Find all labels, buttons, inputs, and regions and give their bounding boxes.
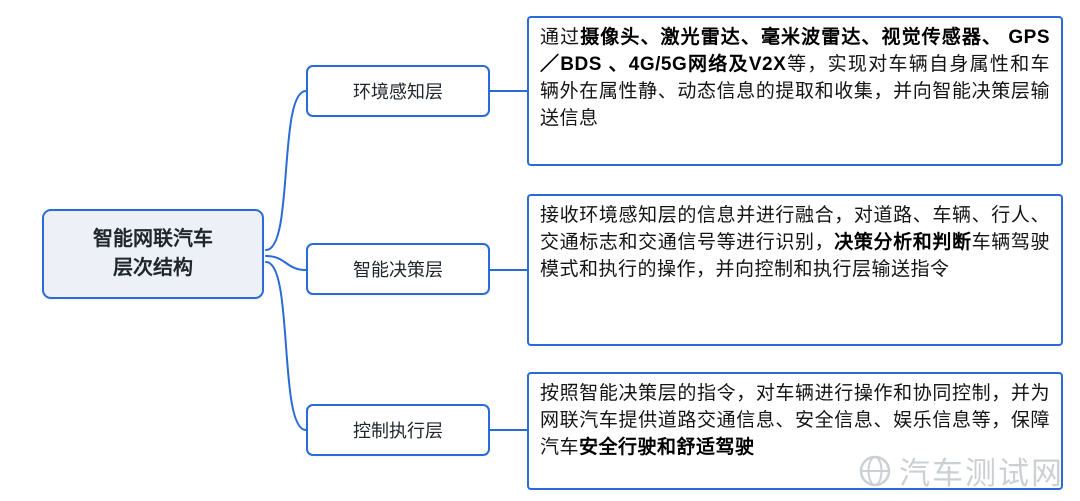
desc-box-intelligent-decision: 接收环境感知层的信息并进行融合，对道路、车辆、行人、交通标志和交通信号等进行识别… xyxy=(527,194,1063,346)
connector-root-to-decision xyxy=(265,255,307,271)
desc-box-environment-perception: 通过摄像头、激光雷达、毫米波雷达、视觉传感器、 GPS／BDS 、4G/5G网络… xyxy=(527,16,1063,166)
root-node-label-line2: 层次结构 xyxy=(113,257,193,279)
root-node-label-line1: 智能网联汽车 xyxy=(93,228,213,250)
layer-node-label: 环境感知层 xyxy=(353,82,443,102)
connector-root-to-control xyxy=(265,261,307,431)
root-node: 智能网联汽车 层次结构 xyxy=(42,209,264,299)
layer-node-intelligent-decision: 智能决策层 xyxy=(306,243,490,295)
desc-box-control-execution: 按照智能决策层的指令，对车辆进行操作和协同控制，并为网联汽车提供道路交通信息、安… xyxy=(527,372,1063,490)
layer-node-control-execution: 控制执行层 xyxy=(306,404,490,456)
connector-root-to-perception xyxy=(265,90,307,251)
layer-node-label: 智能决策层 xyxy=(353,260,443,280)
layer-node-environment-perception: 环境感知层 xyxy=(306,65,490,117)
layer-node-label: 控制执行层 xyxy=(353,421,443,441)
